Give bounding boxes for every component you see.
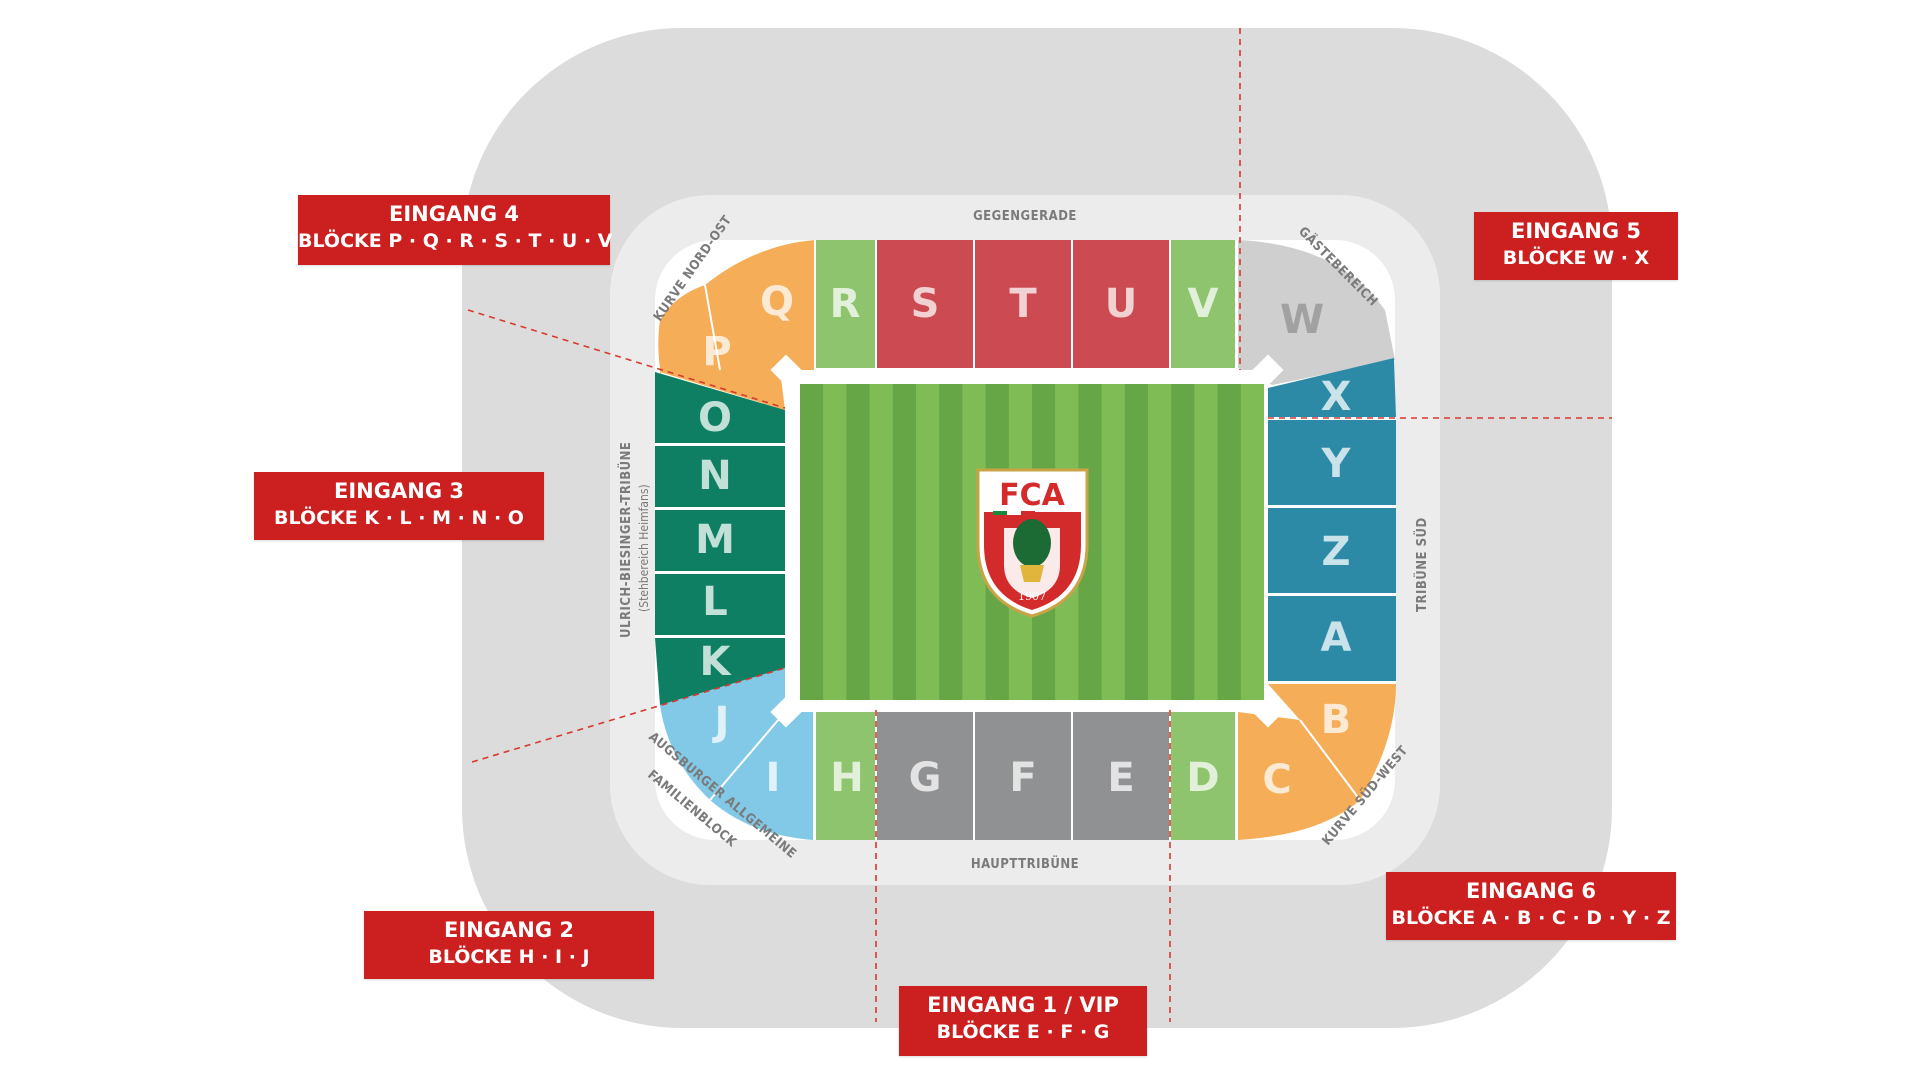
block-label-e: E [1107,755,1134,801]
entrance-2-blocks: BLÖCKE H · I · J [428,946,590,968]
entrance-4[interactable]: EINGANG 4 BLÖCKE P · Q · R · S · T · U ·… [298,195,613,265]
corner-marker-nw [770,354,802,386]
block-label-a: A [1321,615,1352,661]
block-label-v: V [1188,281,1219,327]
block-label-r: R [830,281,861,327]
block-label-j: J [712,699,730,745]
block-label-p: P [702,329,731,375]
pitch-stripe [939,384,963,700]
block-label-q: Q [760,279,794,325]
entrance-1-blocks: BLÖCKE E · F · G [936,1021,1110,1043]
stand-label-haupttribuene: HAUPTTRIBÜNE [971,856,1079,872]
pitch-stripe [800,384,824,700]
block-o[interactable] [655,372,785,444]
entrance-6-title: EINGANG 6 [1466,879,1596,903]
entrance-4-title: EINGANG 4 [389,202,519,226]
block-y[interactable] [1268,420,1396,506]
fca-crest-text: FCA [999,478,1066,513]
fca-crest-year: 1907 [1018,590,1046,603]
entrance-2[interactable]: EINGANG 2 BLÖCKE H · I · J [364,911,654,979]
block-label-c: C [1262,757,1291,803]
entrance-5-blocks: BLÖCKE W · X [1502,247,1650,269]
block-label-f: F [1009,755,1036,801]
entrance-6[interactable]: EINGANG 6 BLÖCKE A · B · C · D · Y · Z [1386,872,1676,940]
block-c[interactable] [1238,712,1360,840]
pitch-stripe [1217,384,1241,700]
corner-marker-ne [1252,354,1284,386]
block-d[interactable] [1171,712,1236,840]
block-label-x: X [1321,374,1352,420]
block-h[interactable] [815,712,875,840]
pitch-stripe [1124,384,1148,700]
block-w[interactable] [1238,240,1395,385]
block-s[interactable] [877,240,973,368]
entrance-5-title: EINGANG 5 [1511,219,1641,243]
block-label-k: K [700,639,733,685]
block-f[interactable] [975,712,1071,840]
entrance-1-vip[interactable]: EINGANG 1 / VIP BLÖCKE E · F · G [899,986,1147,1056]
block-m[interactable] [655,510,785,572]
block-label-y: Y [1321,441,1352,487]
block-label-d: D [1186,755,1219,801]
stand-label-stehbereich: (Stehbereich Heimfans) [637,484,651,612]
block-l[interactable] [655,574,785,636]
entrance-3-blocks: BLÖCKE K · L · M · N · O [274,507,524,529]
block-t[interactable] [975,240,1071,368]
entrance-3-title: EINGANG 3 [334,479,464,503]
block-a[interactable] [1268,596,1396,682]
block-r[interactable] [815,240,875,368]
block-label-m: M [695,517,735,563]
stand-label-ulrich-biesinger: ULRICH-BIESINGER-TRIBÜNE [618,442,634,638]
block-label-t: T [1009,281,1037,327]
block-k[interactable] [655,638,785,705]
block-v[interactable] [1171,240,1236,368]
block-j[interactable] [660,668,785,800]
entrance-6-blocks: BLÖCKE A · B · C · D · Y · Z [1391,907,1671,929]
fca-crest: FCA 1907 [976,468,1089,618]
divider-nw [467,309,786,409]
entrance-1-title: EINGANG 1 / VIP [927,993,1119,1017]
block-i[interactable] [710,712,813,840]
block-label-z: Z [1321,529,1350,575]
block-g[interactable] [877,712,973,840]
entrance-3[interactable]: EINGANG 3 BLÖCKE K · L · M · N · O [254,472,544,540]
block-letters: P Q R S T U V W X Y Z A B C D E F G H I … [695,279,1351,803]
block-label-u: U [1105,281,1137,327]
block-z[interactable] [1268,508,1396,594]
block-separators [655,240,1396,840]
entrance-2-title: EINGANG 2 [444,918,574,942]
block-label-s: S [911,281,940,327]
block-label-g: G [909,755,942,801]
block-b[interactable] [1268,684,1396,800]
block-label-n: N [698,453,731,499]
stand-label-gegengerade: GEGENGERADE [973,209,1077,224]
block-label-h: H [830,755,863,801]
block-label-o: O [698,395,732,441]
pitch-stripe [892,384,916,700]
block-label-b: B [1321,697,1352,743]
pitch-stripes [800,384,1241,700]
block-label-w: W [1280,297,1324,343]
block-u[interactable] [1073,240,1169,368]
pitch-stripe [1171,384,1195,700]
entrance-dividers [467,28,1612,1022]
block-e[interactable] [1073,712,1169,840]
entrance-5[interactable]: EINGANG 5 BLÖCKE W · X [1474,212,1678,280]
block-label-l: L [702,579,728,625]
block-x[interactable] [1268,358,1396,418]
pitch-stripe [846,384,870,700]
pitch-stripe [1078,384,1102,700]
stand-label-tribuene-sued: TRIBÜNE SÜD [1414,517,1430,612]
block-label-i: I [766,755,781,801]
entrance-4-blocks: BLÖCKE P · Q · R · S · T · U · V [298,230,613,252]
block-n[interactable] [655,446,785,508]
